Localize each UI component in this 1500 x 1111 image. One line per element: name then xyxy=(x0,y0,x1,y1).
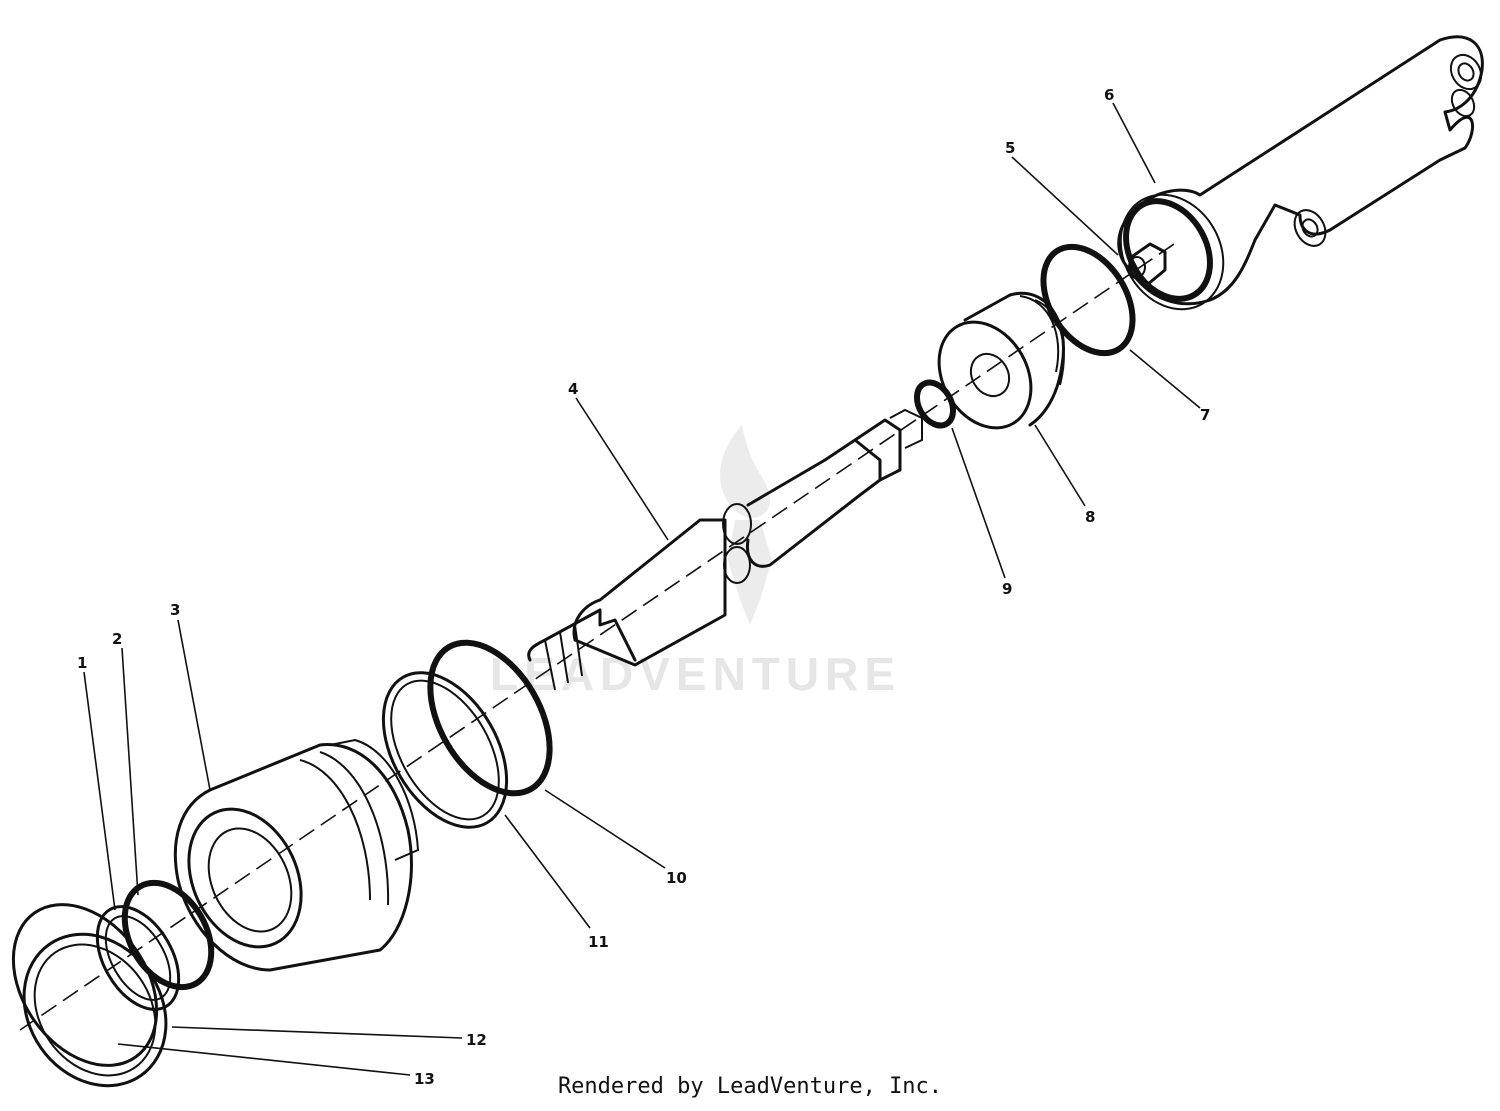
callout-13: 13 xyxy=(414,1070,435,1088)
leader-7 xyxy=(1129,349,1201,409)
leader-2 xyxy=(121,647,139,896)
watermark-logo: LEADVENTURE xyxy=(490,425,901,700)
leader-8 xyxy=(1034,424,1086,507)
callout-5: 5 xyxy=(1005,139,1015,157)
leader-1 xyxy=(83,671,116,911)
part-9-small-o-ring xyxy=(913,379,957,429)
part-4-piston-rod xyxy=(527,408,923,691)
leader-12 xyxy=(171,1026,463,1039)
callout-labels: 1 2 3 4 5 6 7 8 9 10 11 12 13 xyxy=(77,86,1210,1088)
callout-11: 11 xyxy=(588,933,609,951)
leader-6 xyxy=(1112,102,1156,184)
leader-5 xyxy=(1011,156,1119,256)
callout-10: 10 xyxy=(666,869,687,887)
callout-1: 1 xyxy=(77,654,87,672)
leader-lines xyxy=(83,102,1201,1076)
part-12-ring xyxy=(11,903,159,1067)
assembly-axis xyxy=(19,239,1181,1031)
leader-11 xyxy=(504,814,591,929)
callout-6: 6 xyxy=(1104,86,1114,104)
leader-13 xyxy=(117,1043,411,1076)
leader-9 xyxy=(951,427,1006,579)
part-5-nut xyxy=(1128,242,1167,286)
callout-8: 8 xyxy=(1085,508,1095,526)
leader-10 xyxy=(544,789,666,869)
part-8-piston xyxy=(937,291,1065,430)
callout-9: 9 xyxy=(1002,580,1012,598)
footer-credit: Rendered by LeadVenture, Inc. xyxy=(557,1074,943,1099)
callout-12: 12 xyxy=(466,1031,487,1049)
part-6-cylinder-barrel xyxy=(1117,35,1484,311)
part-10-o-ring xyxy=(427,639,553,797)
leader-4 xyxy=(575,397,669,541)
part-3-gland xyxy=(173,738,420,972)
callout-3: 3 xyxy=(170,601,180,619)
callout-2: 2 xyxy=(112,630,122,648)
callout-7: 7 xyxy=(1200,406,1210,424)
leader-3 xyxy=(177,619,211,791)
part-13-ring xyxy=(22,932,168,1088)
watermark-text: LEADVENTURE xyxy=(490,648,901,700)
callout-4: 4 xyxy=(568,380,578,398)
part-11-backup-ring xyxy=(381,671,509,829)
